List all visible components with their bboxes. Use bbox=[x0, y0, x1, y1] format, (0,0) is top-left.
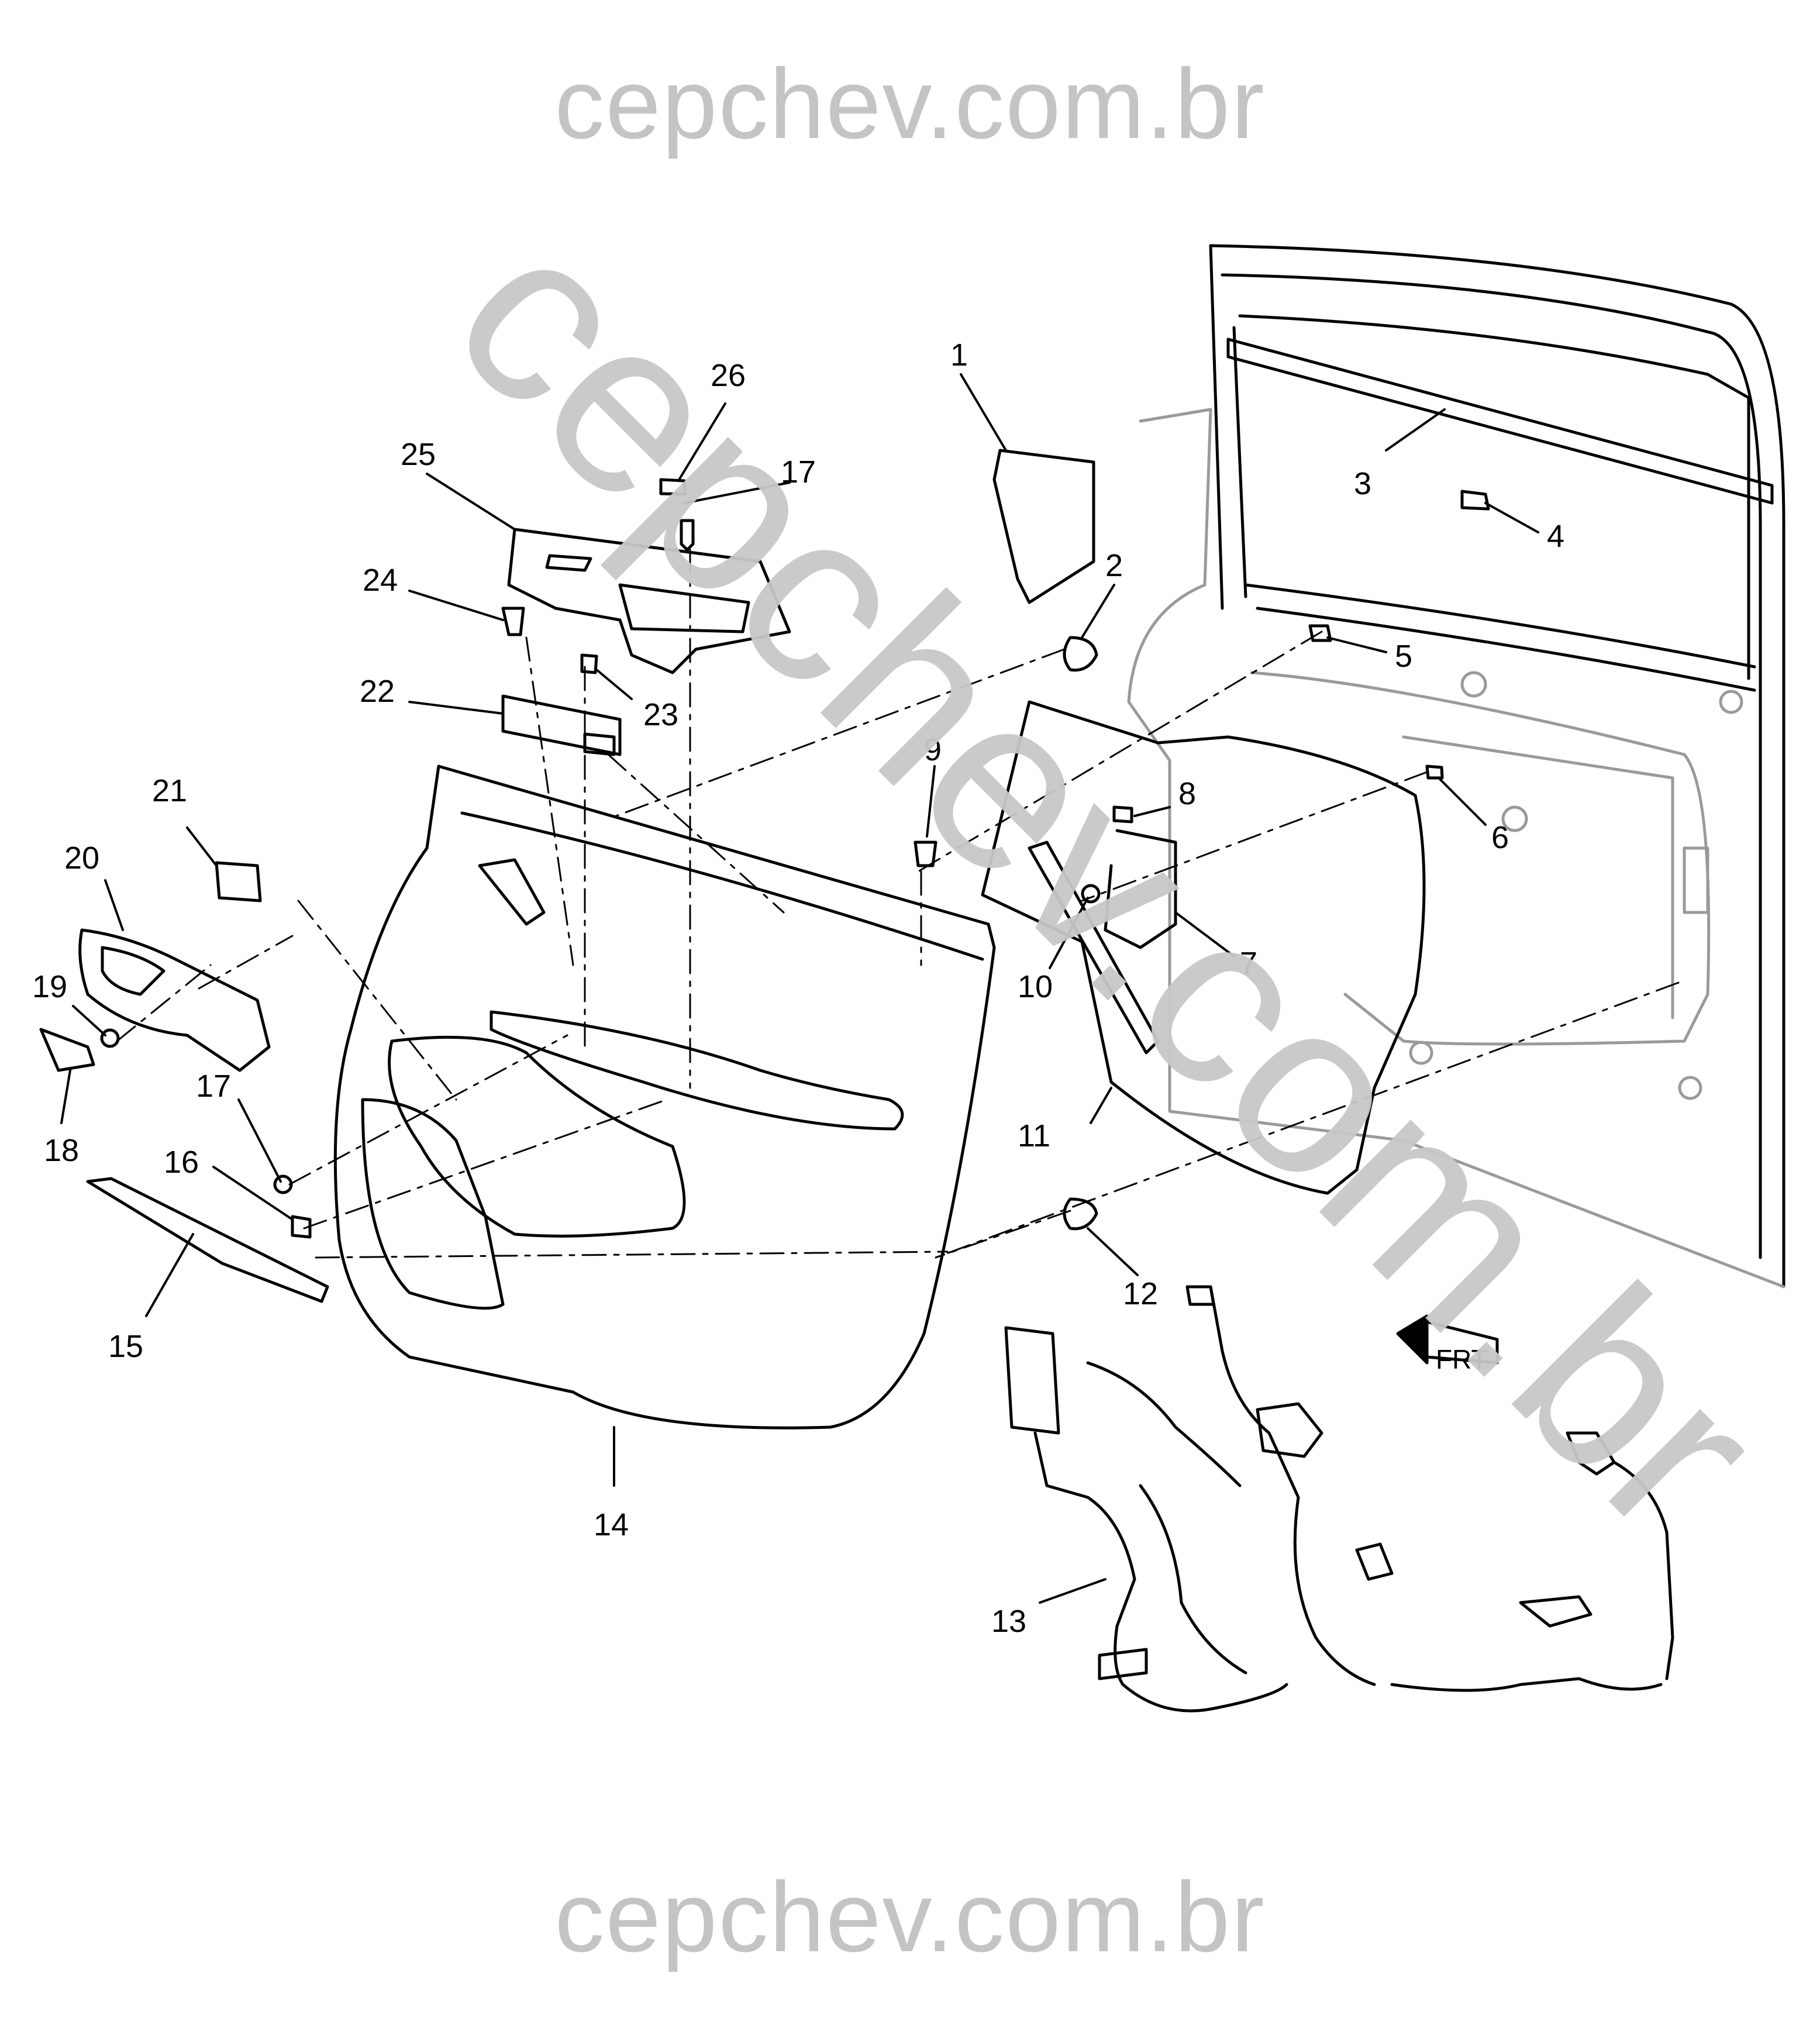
part-13-wiring-harness bbox=[1004, 1285, 1674, 1713]
callout-6: 6 bbox=[1491, 820, 1509, 855]
callout-16: 16 bbox=[164, 1145, 199, 1180]
callout-20: 20 bbox=[64, 841, 99, 876]
callout-21: 21 bbox=[152, 773, 187, 808]
callout-25: 25 bbox=[401, 437, 436, 472]
callout-5: 5 bbox=[1395, 639, 1412, 674]
callout-3: 3 bbox=[1354, 466, 1371, 501]
part-6-clip bbox=[1425, 764, 1444, 780]
callout-13: 13 bbox=[991, 1604, 1026, 1639]
part-22-window-switch bbox=[501, 694, 622, 756]
callout-11: 11 bbox=[1018, 1118, 1050, 1153]
part-1-deflector bbox=[992, 449, 1095, 604]
callout-22: 22 bbox=[360, 674, 395, 709]
watermark-bottom: cepchev.com.br bbox=[554, 1862, 1266, 1973]
part-9-retainer bbox=[914, 841, 937, 867]
part-21-switch bbox=[215, 861, 262, 903]
part-19-screw bbox=[100, 1028, 120, 1048]
callout-8: 8 bbox=[1178, 776, 1196, 811]
part-25-armrest-bezel bbox=[507, 528, 791, 674]
part-18-cap bbox=[39, 1028, 95, 1072]
part-11-strap bbox=[1028, 841, 1160, 1055]
part-17-screw-top bbox=[680, 519, 695, 552]
part-26-clip bbox=[659, 478, 687, 496]
callout-26: 26 bbox=[711, 358, 746, 393]
callout-1: 1 bbox=[950, 337, 968, 373]
part-8-clip bbox=[1112, 805, 1133, 824]
door-frame-window bbox=[1127, 244, 1785, 1289]
part-10-screw bbox=[1081, 884, 1101, 904]
callout-24: 24 bbox=[363, 563, 398, 598]
part-14-door-trim-panel bbox=[333, 764, 996, 1429]
part-2-grommet bbox=[1063, 636, 1098, 672]
callout-17-top: 17 bbox=[781, 454, 816, 490]
callout-23: 23 bbox=[643, 697, 678, 732]
part-24-clip bbox=[501, 607, 525, 636]
callout-2: 2 bbox=[1105, 548, 1123, 583]
part-23-clip bbox=[580, 653, 598, 674]
watermark-top: cepchev.com.br bbox=[554, 49, 1266, 160]
callout-10: 10 bbox=[1018, 969, 1053, 1004]
callout-19: 19 bbox=[32, 969, 67, 1004]
part-15-trim-strip bbox=[86, 1177, 329, 1303]
callout-18: 18 bbox=[44, 1133, 79, 1168]
callout-9: 9 bbox=[924, 732, 942, 767]
callout-15: 15 bbox=[108, 1329, 143, 1364]
part-7-bracket bbox=[1104, 829, 1177, 949]
part-16-clip bbox=[291, 1215, 312, 1239]
front-indicator-arrow bbox=[1396, 1314, 1499, 1365]
callout-14: 14 bbox=[594, 1507, 629, 1542]
front-indicator-label: FRT bbox=[1436, 1344, 1488, 1375]
part-5-clip bbox=[1308, 624, 1332, 642]
part-4-clip bbox=[1460, 490, 1490, 511]
part-20-handle-bezel bbox=[78, 928, 271, 1072]
callout-4: 4 bbox=[1547, 519, 1564, 554]
callout-7: 7 bbox=[1240, 946, 1257, 981]
callout-12: 12 bbox=[1123, 1276, 1158, 1311]
part-11-water-deflector bbox=[981, 700, 1426, 1195]
callout-17-bottom: 17 bbox=[196, 1069, 231, 1104]
